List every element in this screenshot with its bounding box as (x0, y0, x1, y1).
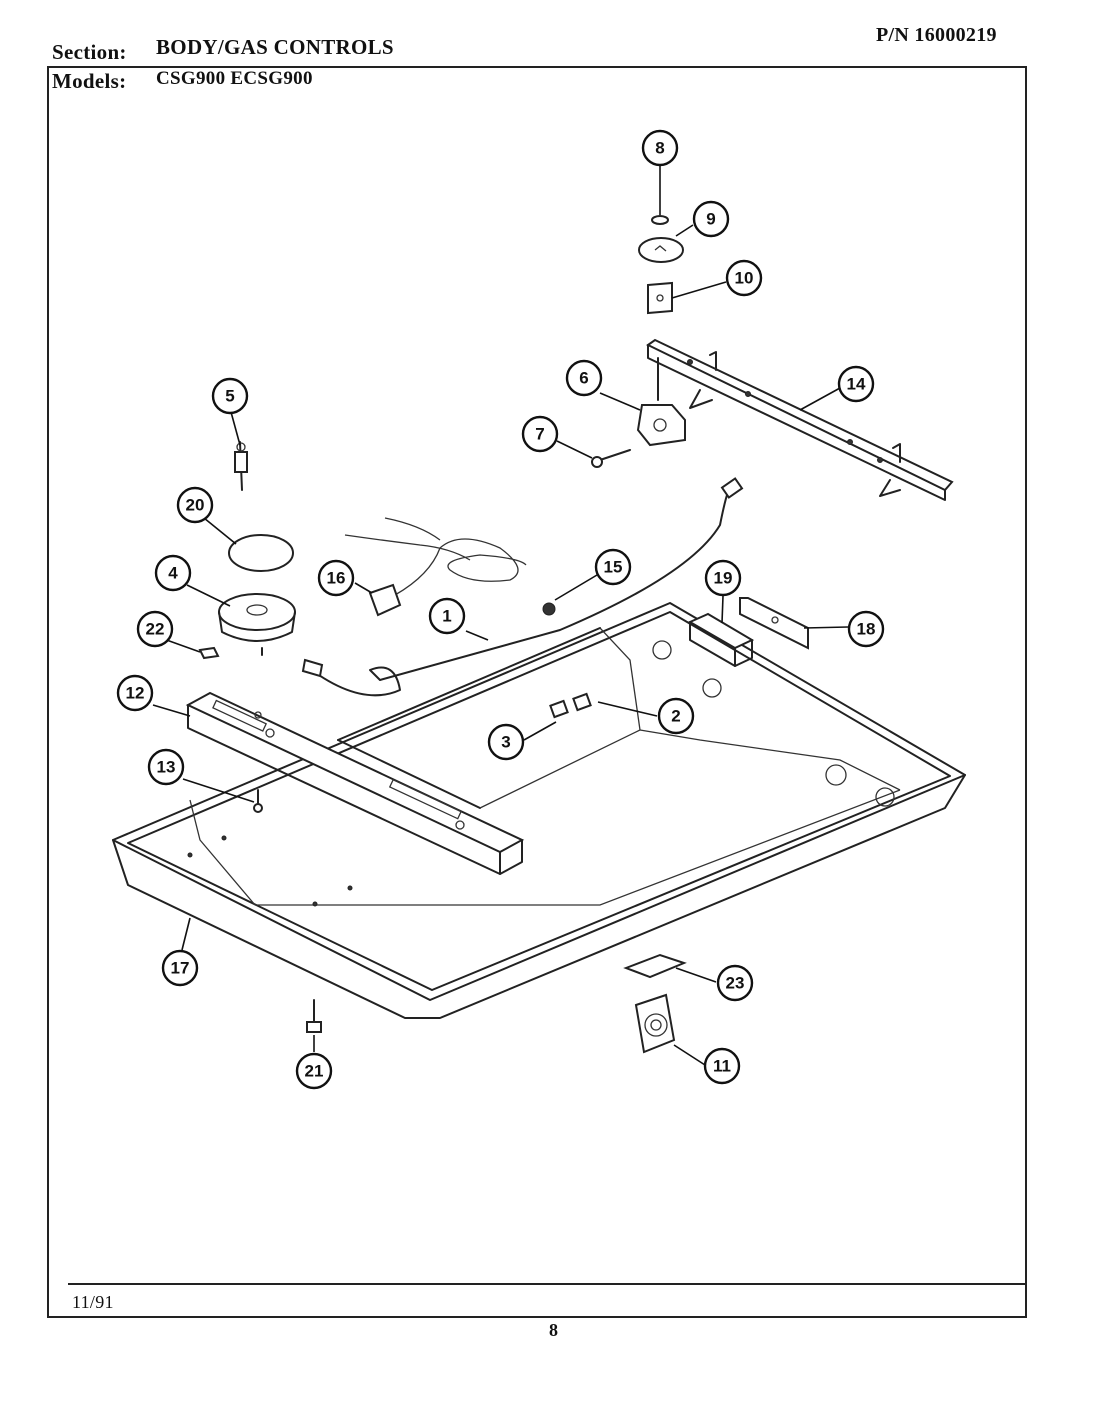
svg-text:14: 14 (847, 375, 866, 394)
mounting-plate (739, 597, 809, 650)
svg-text:3: 3 (501, 733, 510, 752)
callout-12: 12 (116, 674, 154, 712)
svg-text:6: 6 (579, 369, 588, 388)
models-value: CSG900 ECSG900 (156, 68, 313, 89)
power-cord (344, 517, 527, 617)
section-value: BODY/GAS CONTROLS (156, 35, 394, 59)
grommet (542, 602, 556, 616)
spark-electrode (234, 441, 248, 491)
callout-20: 20 (176, 486, 214, 524)
svg-text:12: 12 (126, 684, 145, 703)
callout-6: 6 (565, 359, 603, 397)
callout-9: 9 (692, 200, 730, 238)
svg-text:10: 10 (735, 269, 754, 288)
callout-7: 7 (521, 415, 559, 453)
svg-text:13: 13 (157, 758, 176, 777)
svg-text:23: 23 (726, 974, 745, 993)
svg-text:19: 19 (714, 569, 733, 588)
svg-text:20: 20 (186, 496, 205, 515)
gas-valve (636, 357, 686, 447)
burner-head (218, 593, 296, 656)
models-label: Models: (52, 69, 127, 93)
svg-text:21: 21 (305, 1062, 324, 1081)
svg-text:5: 5 (225, 387, 234, 406)
orifice-plate (623, 953, 687, 979)
manifold-pipe (646, 338, 954, 501)
svg-text:18: 18 (857, 620, 876, 639)
body-pan (112, 602, 966, 1019)
callout-21: 21 (295, 1052, 333, 1090)
callout-8: 8 (641, 129, 679, 167)
drawing-frame (47, 66, 1027, 1318)
svg-text:2: 2 (671, 707, 680, 726)
svg-text:9: 9 (706, 210, 715, 229)
footer-divider (68, 1283, 1025, 1285)
callout-2: 2 (657, 697, 695, 735)
pressure-regulator (634, 993, 676, 1054)
callout-3: 3 (487, 723, 525, 761)
section-label: Section: (52, 40, 127, 64)
callout-11: 11 (703, 1047, 741, 1085)
svg-text:8: 8 (655, 139, 664, 158)
svg-text:22: 22 (146, 620, 165, 639)
callout-17: 17 (161, 949, 199, 987)
callout-15: 15 (594, 548, 632, 586)
leader-lines (152, 165, 849, 1066)
svg-text:1: 1 (442, 607, 451, 626)
switch-parts (549, 692, 592, 719)
footer-date: 11/91 (72, 1292, 114, 1312)
gas-tube (301, 477, 744, 697)
callout-18: 18 (847, 610, 885, 648)
control-box (687, 612, 755, 667)
svg-text:15: 15 (604, 558, 623, 577)
callout-16: 16 (317, 559, 355, 597)
burner-clip (198, 646, 220, 660)
callout-19: 19 (704, 559, 742, 597)
bracket-screw (253, 789, 263, 813)
part-number: P/N 16000219 (876, 24, 997, 46)
callout-1: 1 (428, 597, 466, 635)
callout-10: 10 (725, 259, 763, 297)
svg-text:16: 16 (327, 569, 346, 588)
callout-4: 4 (154, 554, 192, 592)
callout-22: 22 (136, 610, 174, 648)
knob-parts (638, 215, 684, 315)
page-number: 8 (549, 1320, 559, 1340)
pan-screw (306, 999, 322, 1033)
svg-text:17: 17 (171, 959, 190, 978)
o-ring (228, 534, 294, 572)
svg-text:11: 11 (713, 1057, 731, 1076)
callout-13: 13 (147, 748, 185, 786)
svg-text:7: 7 (535, 425, 544, 444)
burner-bracket (185, 691, 525, 875)
callout-14: 14 (837, 365, 875, 403)
valve-screw (591, 449, 631, 468)
svg-text:4: 4 (168, 564, 178, 583)
callout-23: 23 (716, 964, 754, 1002)
callout-5: 5 (211, 377, 249, 415)
